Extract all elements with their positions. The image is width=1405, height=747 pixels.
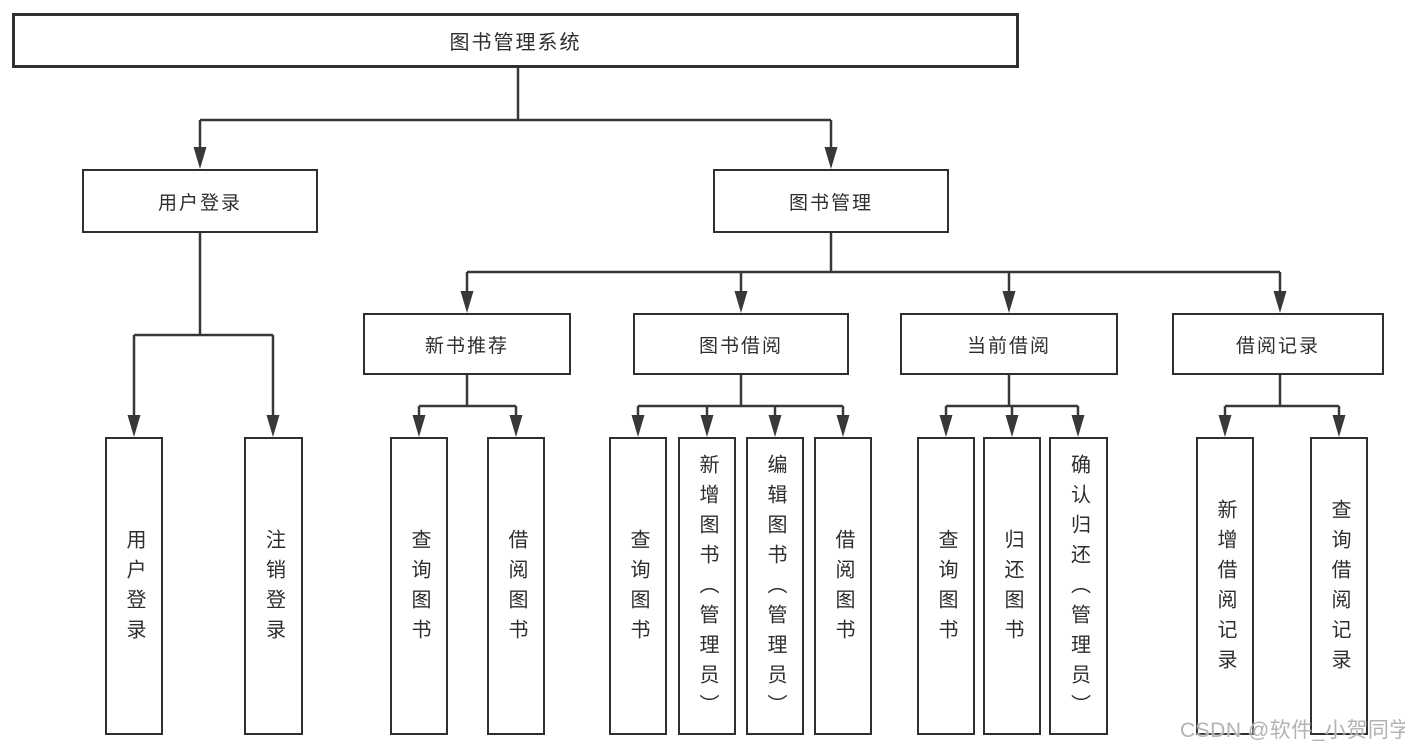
node-confirm-return-admin: 确认归还（管理员）: [1049, 437, 1108, 735]
node-new-book-recommend: 新书推荐: [363, 313, 571, 375]
node-query-books-borrow: 查询图书: [609, 437, 667, 735]
node-borrow-books-recommend: 借阅图书: [487, 437, 545, 735]
node-add-borrow-record: 新增借阅记录: [1196, 437, 1254, 735]
node-library-system: 图书管理系统: [12, 13, 1019, 68]
node-borrow-records: 借阅记录: [1172, 313, 1384, 375]
node-book-management: 图书管理: [713, 169, 949, 233]
node-user-login-leaf: 用户登录: [105, 437, 163, 735]
node-add-book-admin: 新增图书（管理员）: [678, 437, 736, 735]
node-borrow-books-leaf: 借阅图书: [814, 437, 872, 735]
csdn-watermark: CSDN @软件_小贺同学: [1180, 719, 1405, 742]
node-current-borrow: 当前借阅: [900, 313, 1118, 375]
arrowheads: [127, 147, 1346, 437]
node-query-books-current: 查询图书: [917, 437, 975, 735]
node-edit-book-admin: 编辑图书（管理员）: [746, 437, 804, 735]
node-return-books: 归还图书: [983, 437, 1041, 735]
node-query-books-recommend: 查询图书: [390, 437, 448, 735]
node-book-borrow: 图书借阅: [633, 313, 849, 375]
node-user-login: 用户登录: [82, 169, 318, 233]
node-logout: 注销登录: [244, 437, 303, 735]
node-query-borrow-record: 查询借阅记录: [1310, 437, 1368, 735]
